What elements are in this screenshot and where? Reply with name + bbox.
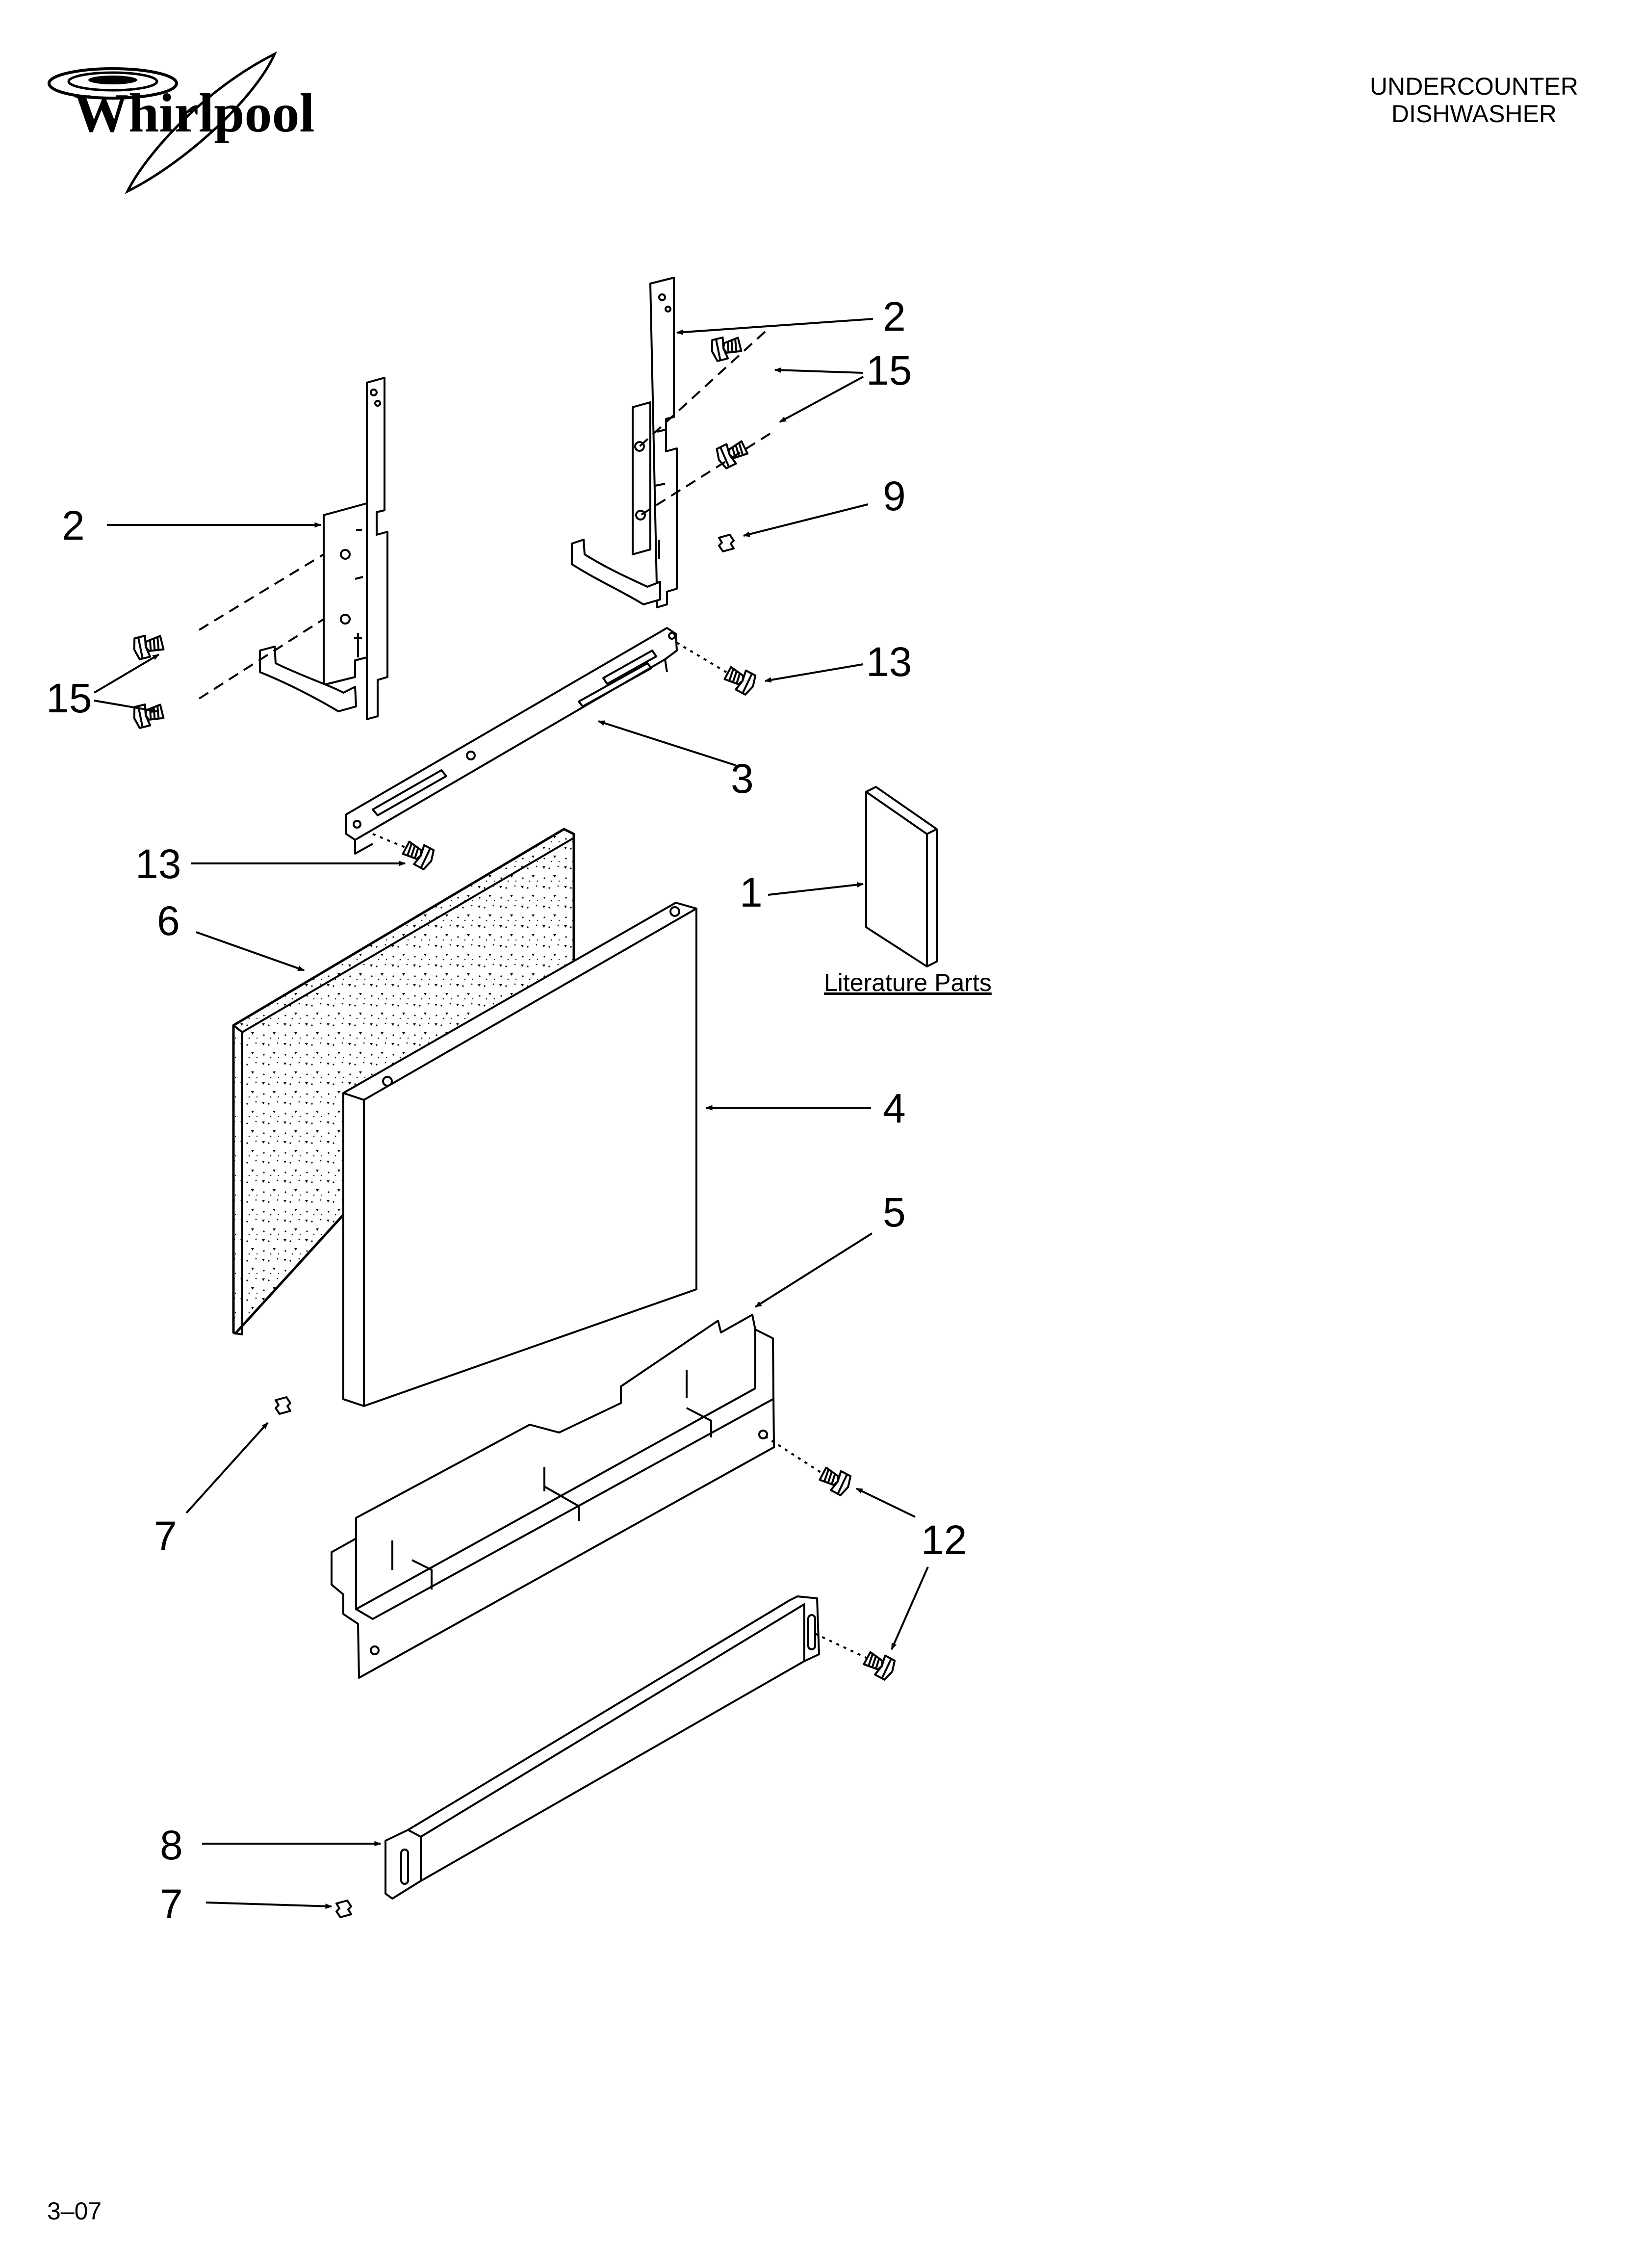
callout-13-upper: 13 [866, 639, 912, 685]
part-1-literature-booklet [865, 786, 938, 967]
document-header: UNDERCOUNTER DISHWASHER [1370, 73, 1578, 128]
callout-15-right: 15 [866, 347, 912, 393]
callout-7-upper: 7 [154, 1513, 177, 1559]
part-2-right-hinge-bracket [571, 277, 678, 608]
callout-13-lower: 13 [135, 841, 181, 887]
callout-15-left: 15 [46, 675, 92, 721]
part-12-screw-lower [862, 1649, 898, 1681]
header-line-2: DISHWASHER [1391, 100, 1557, 128]
callout-8: 8 [160, 1822, 183, 1868]
part-9-clip [718, 534, 735, 552]
part-3-crossbar-bracket [345, 627, 678, 855]
part-12-screw-upper [818, 1464, 853, 1497]
leader-lines [93, 318, 929, 1909]
logo-wordmark: Whirlpool [74, 83, 315, 144]
part-2-left-hinge-bracket [259, 377, 388, 720]
callout-2-right: 2 [883, 293, 906, 339]
header-line-1: UNDERCOUNTER [1370, 73, 1578, 100]
page-code: 3–07 [47, 2197, 102, 2225]
assembly-lines [198, 331, 868, 1659]
callout-4: 4 [883, 1085, 906, 1131]
callout-9: 9 [883, 473, 906, 519]
part-5-lower-bracket [331, 1314, 775, 1679]
part-15-screw-left-upper [130, 631, 166, 661]
callout-3: 3 [731, 756, 754, 802]
callout-numbers: 2 15 9 2 15 13 3 13 6 1 4 5 7 12 8 7 [46, 293, 967, 1927]
callout-1: 1 [740, 869, 763, 915]
whirlpool-logo: Whirlpool [48, 51, 315, 194]
callout-5: 5 [883, 1189, 906, 1235]
part-8-toe-plate [385, 1595, 820, 1900]
callout-2-left: 2 [62, 502, 85, 548]
callout-6: 6 [157, 898, 180, 944]
part-7-clip-upper [275, 1396, 291, 1415]
callout-12: 12 [921, 1517, 967, 1563]
part-7-clip-lower [335, 1900, 352, 1918]
callout-7-lower: 7 [160, 1881, 183, 1927]
part-13-screw-upper [723, 664, 758, 696]
literature-parts-label: Literature Parts [824, 969, 992, 996]
part-15-screw-left-lower [130, 700, 166, 730]
part-4-door-panel [342, 902, 697, 1407]
part-13-screw-lower [401, 838, 436, 871]
